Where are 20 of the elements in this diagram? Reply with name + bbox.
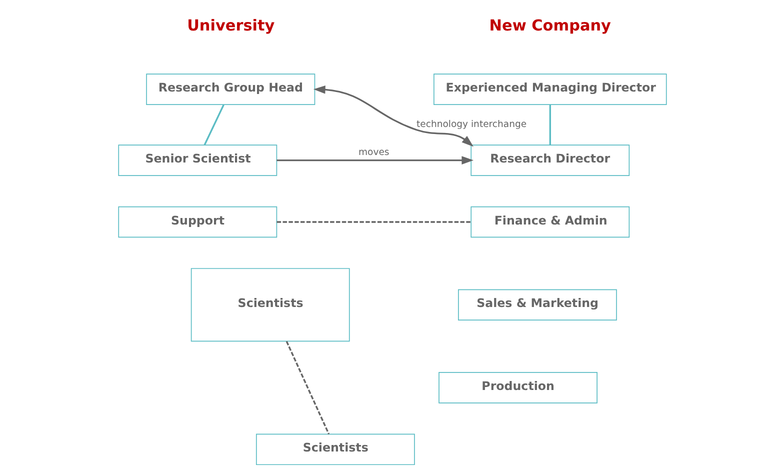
connector: [548, 104, 550, 145]
node-box: Sales & Marketing: [458, 288, 616, 320]
node-box: Experienced Managing Director: [433, 73, 666, 104]
label: University: [186, 16, 274, 34]
node-box: Senior Scientist: [118, 144, 277, 176]
node-box: Finance & Admin: [470, 206, 630, 238]
node-box: Support: [118, 206, 277, 238]
arrow: [312, 84, 473, 146]
connector: [276, 220, 470, 222]
node-box: Research Group Head: [146, 73, 315, 104]
edge-label: moves: [358, 146, 389, 158]
node-box: Production: [438, 372, 597, 403]
node-box: Research Director: [470, 144, 630, 176]
connector: [203, 104, 224, 145]
edge-label: technology interchange: [416, 118, 526, 130]
node-box: Scientists: [190, 268, 350, 342]
node-box: Scientists: [255, 433, 414, 465]
arrow: [276, 156, 474, 164]
label: New Company: [488, 16, 610, 34]
connector: [285, 340, 330, 434]
